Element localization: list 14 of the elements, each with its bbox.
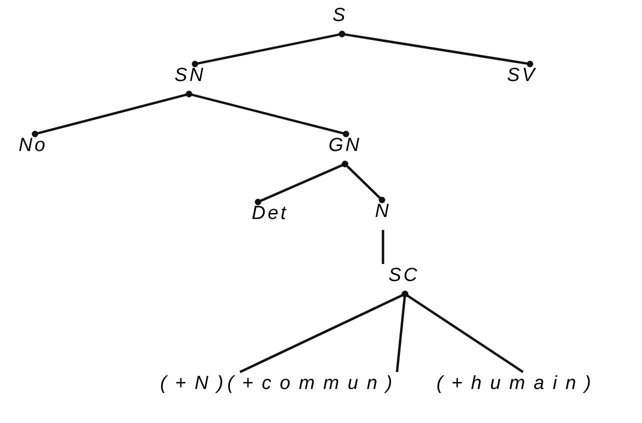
category-label: No [18,135,48,156]
tree-branch [342,160,386,204]
category-label: GN [328,135,362,156]
tree-branch [186,90,350,138]
category-label: SN [174,65,206,86]
tree-branch [402,290,524,373]
category-label: (+humain) [436,373,600,394]
tree-branch [382,230,384,264]
category-label: SV [507,65,537,86]
category-label: N [375,201,391,222]
category-label: S [332,5,348,26]
category-label: SC [388,265,420,286]
category-label: Det [252,203,288,224]
tree-branch [338,30,534,68]
